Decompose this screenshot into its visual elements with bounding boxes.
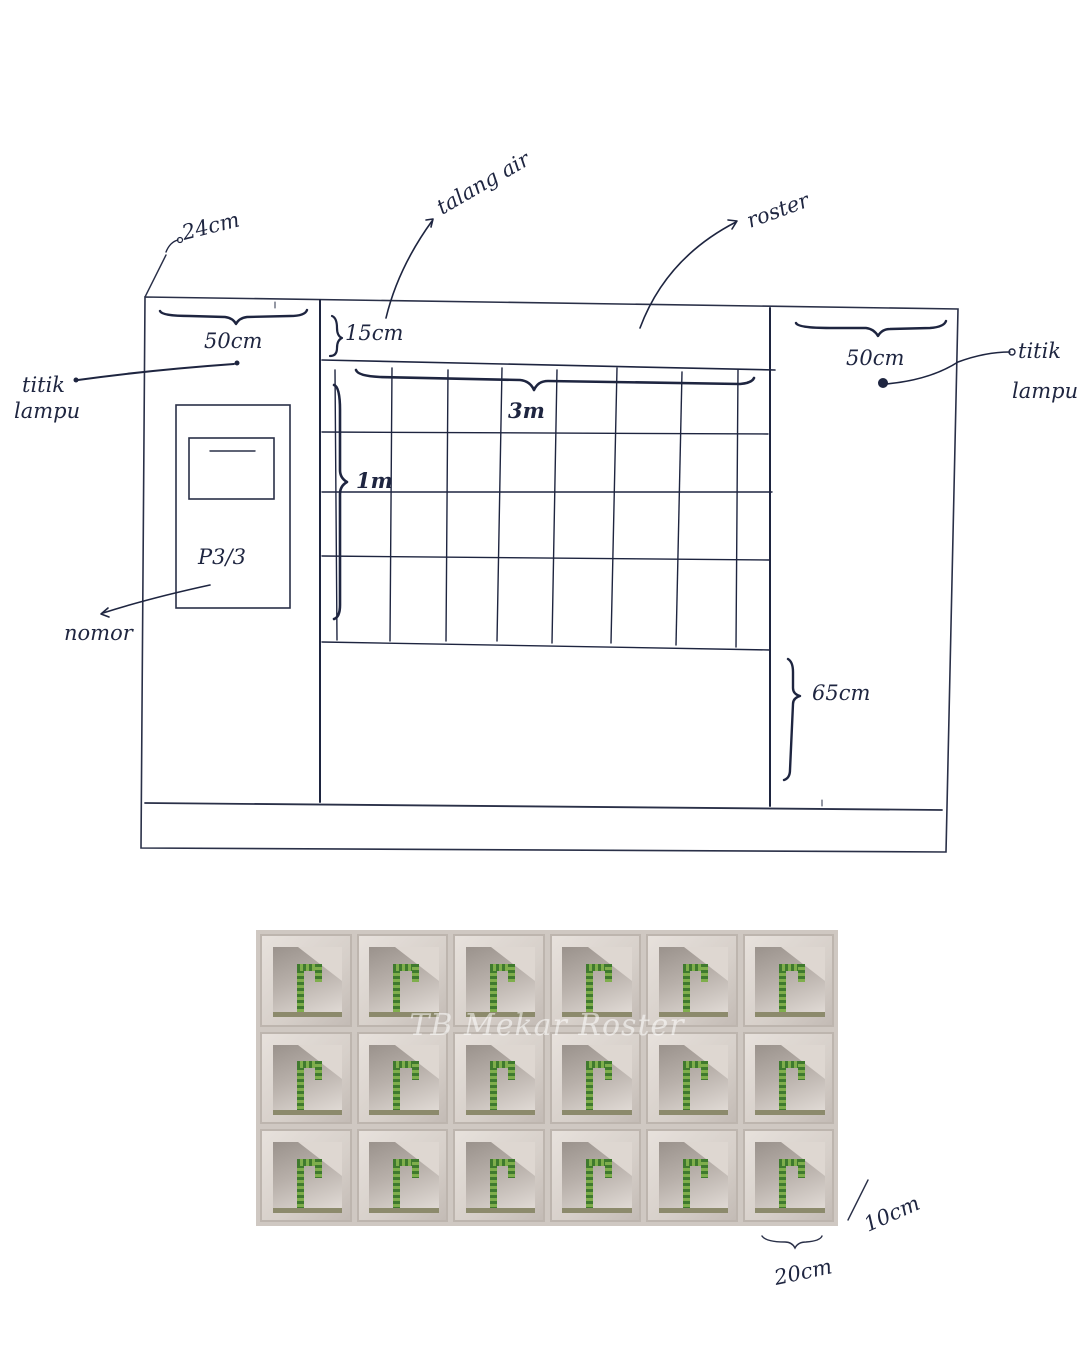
gutter-arrow (385, 220, 433, 319)
roster-width-label: 3m (508, 398, 545, 423)
thickness-tick (144, 254, 167, 298)
photo-watermark: TB Mekar Roster (409, 1008, 685, 1043)
roster-block (453, 1129, 545, 1222)
lamp-left-label-2: lampu (14, 399, 80, 423)
top-right-width-label: 50cm (846, 346, 904, 370)
number-label: nomor (64, 621, 135, 645)
number-plate-window (188, 437, 275, 500)
thickness-label: 24cm (178, 207, 241, 245)
roster-block (356, 1129, 448, 1222)
roster-block (453, 934, 545, 1027)
roster-block (260, 934, 352, 1027)
roster-arrow (639, 221, 737, 329)
thickness-arrow (165, 239, 179, 253)
roster-block (260, 1031, 352, 1125)
roster-block (356, 1031, 448, 1125)
lamp-right-arrow (885, 351, 1011, 385)
roster-label: roster (744, 187, 815, 232)
roster-block (646, 934, 738, 1027)
roster-block (742, 1129, 834, 1222)
block-width-label: 20cm (771, 1254, 834, 1290)
brace-1m (332, 383, 349, 621)
roster-block (453, 1031, 545, 1125)
block-depth-tick (847, 1179, 869, 1221)
roster-block (260, 1129, 352, 1222)
top-left-width-label: 50cm (204, 329, 262, 353)
roster-height-label: 1m (356, 468, 393, 493)
number-plate (175, 404, 291, 609)
brace-gutter (328, 314, 344, 358)
roster-block (356, 934, 448, 1027)
brace-top-right (794, 319, 948, 338)
roster-block (742, 934, 834, 1027)
block-width-brace (761, 1235, 823, 1250)
gutter-line (321, 359, 776, 371)
bottom-gap-label: 65cm (812, 681, 870, 705)
lamp-right-dot (878, 378, 888, 388)
brace-3m (354, 368, 756, 392)
lamp-right-label-2: lampu (1012, 379, 1078, 403)
gutter-height-label: 15cm (345, 321, 403, 345)
lamp-left-arrow (77, 363, 235, 381)
roster-grid (321, 367, 773, 651)
roster-block (742, 1031, 834, 1125)
brace-65cm (782, 657, 802, 782)
roster-block-photo (256, 930, 838, 1226)
roster-block (549, 934, 641, 1027)
roster-block (549, 1129, 641, 1222)
roster-block (646, 1129, 738, 1222)
lamp-left-dot (234, 360, 240, 366)
roster-block (549, 1031, 641, 1125)
number-plate-label: P3/3 (197, 545, 246, 569)
wall-outline (140, 296, 959, 853)
number-arrow (102, 584, 211, 614)
roster-block (646, 1031, 738, 1125)
gutter-label: talang air (433, 146, 536, 219)
lamp-left-label-1: titik (22, 373, 65, 397)
base-line (144, 802, 943, 811)
brace-top-left (158, 308, 309, 326)
block-depth-label: 10cm (860, 1191, 923, 1237)
lamp-right-label-1: titik (1018, 339, 1061, 363)
